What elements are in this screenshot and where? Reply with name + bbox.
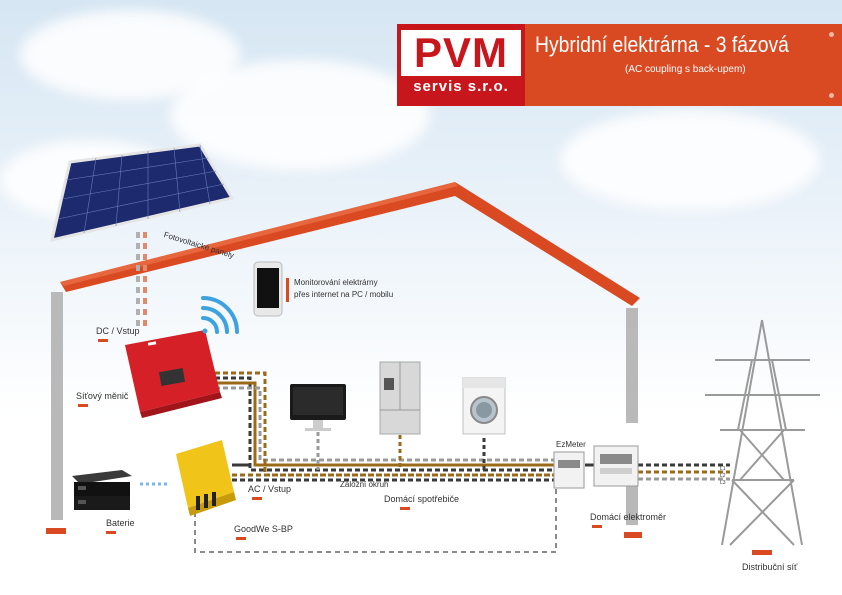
label-grid-inverter: Síťový měnič	[76, 391, 129, 401]
label-battery: Baterie	[106, 518, 135, 528]
dc-cable	[136, 232, 147, 330]
label-monitoring-line1: Monitorování elektrárny	[294, 278, 378, 287]
page-subtitle: (AC coupling s back-upem)	[625, 64, 746, 75]
home-meter-icon	[593, 445, 639, 487]
fridge-icon	[379, 361, 421, 435]
appliance-feeds	[316, 432, 486, 470]
logo-sub-text: servis s.r.o.	[413, 78, 509, 95]
house-roof	[60, 182, 640, 306]
wifi-icon	[201, 296, 239, 334]
label-backup-appliances: Záložní okruh	[340, 480, 389, 489]
wall-foot-left	[46, 528, 66, 534]
label-grid: Distribuční síť	[742, 562, 798, 572]
label-home-meter: Domácí elektroměr	[590, 512, 667, 522]
label-marker	[236, 537, 246, 540]
monitor-icon	[290, 384, 346, 431]
wall-foot-right	[624, 532, 642, 538]
house-wall-right-lower	[626, 480, 638, 525]
decor-dot	[829, 93, 834, 98]
ac-cables-upper	[215, 371, 560, 477]
label-phase-3: L3	[720, 480, 726, 486]
label-goodwe: GoodWe S-BP	[234, 524, 293, 534]
ac-cables-lower	[232, 463, 560, 482]
label-home-appliances: Domácí spotřebiče	[384, 494, 460, 504]
label-marker	[592, 525, 602, 528]
page-title: Hybridní elektrárna - 3 fázová	[535, 32, 789, 57]
house-wall-left	[51, 292, 63, 520]
smartphone-icon	[253, 261, 283, 317]
house-wall-right-upper	[626, 308, 638, 423]
label-ac-input: AC / Vstup	[248, 484, 292, 494]
ezmeter-icon	[553, 451, 585, 489]
label-dc-input: DC / Vstup	[96, 326, 140, 336]
tower-base-marker	[752, 550, 772, 555]
washing-machine-icon	[462, 377, 506, 435]
power-tower-icon	[705, 319, 820, 546]
label-ezmeter: EzMeter	[556, 440, 586, 449]
title-box: Hybridní elektrárna - 3 fázová (AC coupl…	[525, 24, 842, 106]
comm-line	[194, 488, 557, 553]
goodwe-inverter	[176, 440, 236, 516]
header: PVM servis s.r.o. Hybridní elektrárna - …	[397, 24, 842, 106]
label-marker	[78, 404, 88, 407]
label-marker	[400, 507, 410, 510]
label-marker	[106, 531, 116, 534]
battery-icon	[72, 470, 132, 510]
company-logo: PVM servis s.r.o.	[397, 24, 525, 106]
label-marker	[252, 497, 262, 500]
label-marker	[286, 278, 289, 302]
solar-panel	[49, 143, 235, 243]
label-marker	[98, 339, 108, 342]
label-phase-1: L1	[720, 466, 726, 472]
label-phase-2: L2	[720, 473, 726, 479]
logo-main-text: PVM	[401, 30, 521, 76]
grid-inverter	[125, 330, 222, 418]
decor-dot	[829, 32, 834, 37]
label-monitoring-line2: přes internet na PC / mobilu	[294, 290, 394, 299]
